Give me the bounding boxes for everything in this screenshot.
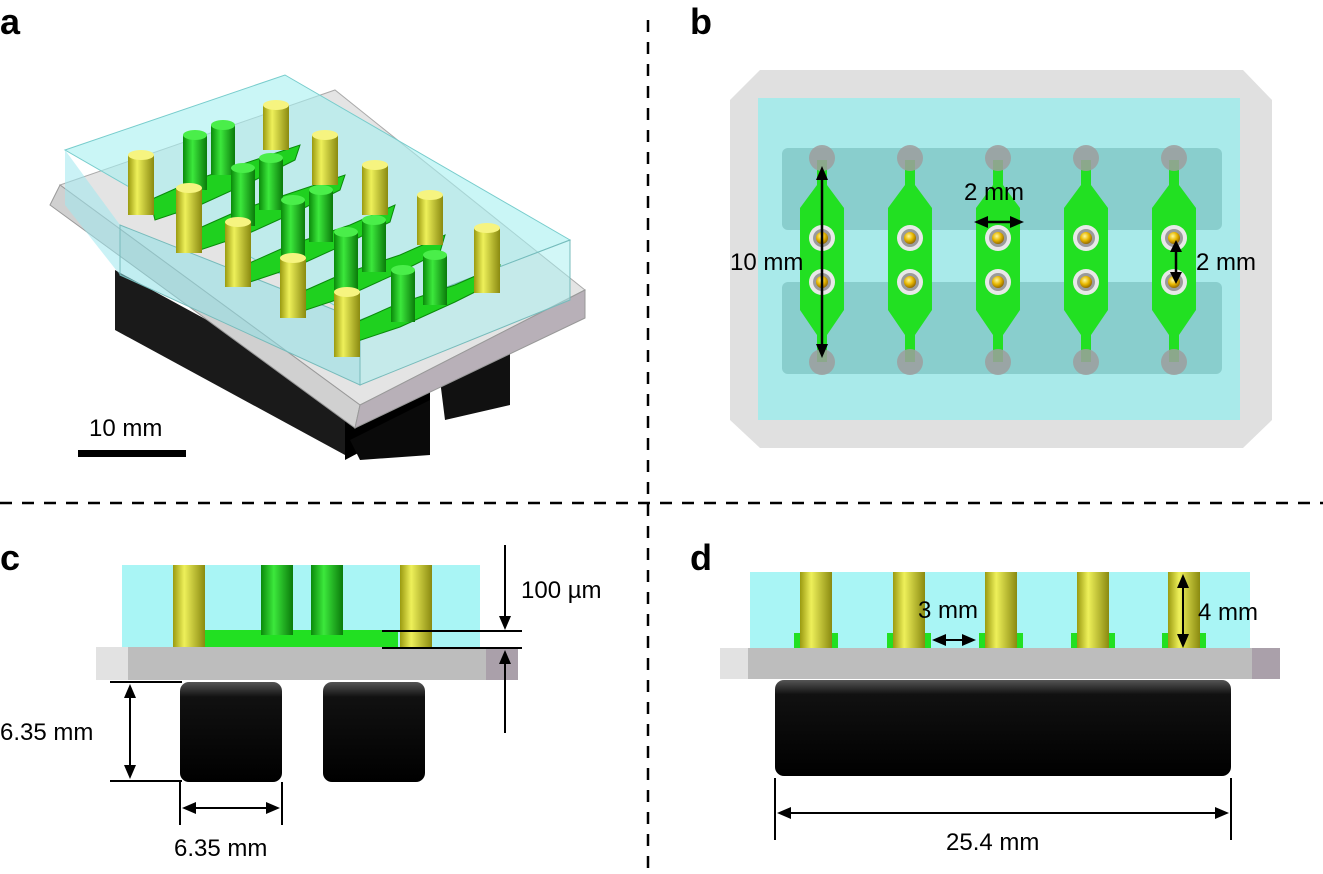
pillar-body xyxy=(800,572,832,648)
pillar-yellow xyxy=(417,190,443,245)
panel-b-letter: b xyxy=(690,1,712,42)
dimension-width-label: 2 mm xyxy=(964,179,1024,206)
panel-dividers xyxy=(0,20,1323,874)
channel xyxy=(888,145,932,375)
panel-d-glass-slide xyxy=(720,648,1280,679)
pillar-body xyxy=(893,572,925,648)
panel-c-pillar-green xyxy=(261,565,293,635)
pillar-ball xyxy=(1168,232,1180,244)
pillar-ball xyxy=(992,276,1004,288)
panel-c-glass-slide xyxy=(96,647,518,680)
panel-b-dimensions xyxy=(816,166,1182,358)
panel-a-pillars xyxy=(128,100,500,357)
pillar-yellow xyxy=(263,100,289,150)
dimension-base-width-label: 25.4 mm xyxy=(946,829,1039,856)
pillar-body xyxy=(985,572,1017,648)
inlet-port xyxy=(809,145,835,171)
inlet-port xyxy=(1073,145,1099,171)
pillar-yellow xyxy=(280,253,306,318)
outlet-port xyxy=(897,349,923,375)
panel-c-channel xyxy=(198,630,398,647)
panel-b: b 10 mm 2 mm 2 mm xyxy=(690,1,1272,448)
pillar-green xyxy=(391,265,415,322)
pillar xyxy=(1071,572,1115,648)
pillar-green xyxy=(309,185,333,242)
pillar xyxy=(979,572,1023,648)
dimension-length-label: 10 mm xyxy=(730,249,803,276)
panel-c-magnet xyxy=(323,682,425,782)
pillar-ball xyxy=(992,232,1004,244)
panel-d-letter: d xyxy=(690,537,712,578)
panel-c-pillar-yellow xyxy=(173,565,205,647)
pillar-green xyxy=(362,215,386,272)
inlet-port xyxy=(985,145,1011,171)
panel-d-magnet xyxy=(775,680,1231,776)
outlet-port xyxy=(809,349,835,375)
panel-c-letter: c xyxy=(0,537,20,578)
pillar-green xyxy=(231,163,255,226)
outlet-port xyxy=(985,349,1011,375)
channel-body xyxy=(976,160,1020,362)
pillar-green xyxy=(423,250,447,305)
pillar-yellow xyxy=(225,217,251,287)
channel-body xyxy=(888,160,932,362)
pillar-ball xyxy=(1080,276,1092,288)
panel-a-scale-bar: 10 mm xyxy=(78,415,186,457)
scale-bar-label: 10 mm xyxy=(89,415,162,442)
dimension-spacing-label: 2 mm xyxy=(1196,249,1256,276)
channel xyxy=(976,145,1020,375)
pillar-ball xyxy=(904,276,916,288)
pillar-yellow xyxy=(128,150,154,215)
pillar-body xyxy=(1077,572,1109,648)
dimension-pillar-gap-label: 3 mm xyxy=(918,597,978,624)
panel-c-pillar-yellow xyxy=(400,565,432,647)
outlet-port xyxy=(1073,349,1099,375)
channel xyxy=(1064,145,1108,375)
pillar-green xyxy=(211,120,235,175)
dimension-thin-height-label: 100 µm xyxy=(521,577,602,604)
pillar xyxy=(887,572,931,648)
channel-body xyxy=(1064,160,1108,362)
pillar xyxy=(794,572,838,648)
dimension-pillar-height-label: 4 mm xyxy=(1198,599,1258,626)
pillar-ball xyxy=(904,232,916,244)
panel-c-glass-edge xyxy=(96,647,128,680)
pillar-yellow xyxy=(312,130,338,185)
pillar-yellow xyxy=(362,160,388,215)
panel-d-dimensions xyxy=(774,574,1232,840)
pillar-green xyxy=(259,153,283,210)
pillar-ball xyxy=(1080,232,1092,244)
pillar-green xyxy=(183,130,207,190)
outlet-port xyxy=(1161,349,1187,375)
panel-a: a xyxy=(0,1,586,460)
pillar-green xyxy=(334,227,358,290)
panel-c-magnet xyxy=(180,682,282,782)
panel-c-pillar-green xyxy=(311,565,343,635)
panel-a-letter: a xyxy=(0,1,21,42)
inlet-port xyxy=(1161,145,1187,171)
pillar-yellow xyxy=(474,223,500,293)
panel-d-pillars xyxy=(794,572,1206,648)
panel-d: d 3 mm 4 mm 25.4 mm xyxy=(690,537,1280,856)
pillar-yellow xyxy=(334,287,360,357)
inlet-port xyxy=(897,145,923,171)
panel-d-glass-edge xyxy=(1252,648,1280,679)
pillar-yellow xyxy=(176,183,202,253)
panel-d-glass-edge xyxy=(720,648,748,679)
dimension-magnet-height-label: 6.35 mm xyxy=(0,719,93,746)
pillar-green xyxy=(281,195,305,258)
panel-c: c 100 µm 6.35 xyxy=(0,537,602,862)
dimension-magnet-width-label: 6.35 mm xyxy=(174,835,267,862)
panel-c-dimensions xyxy=(110,545,522,825)
channel-body xyxy=(1152,160,1196,362)
channel xyxy=(1152,145,1196,375)
